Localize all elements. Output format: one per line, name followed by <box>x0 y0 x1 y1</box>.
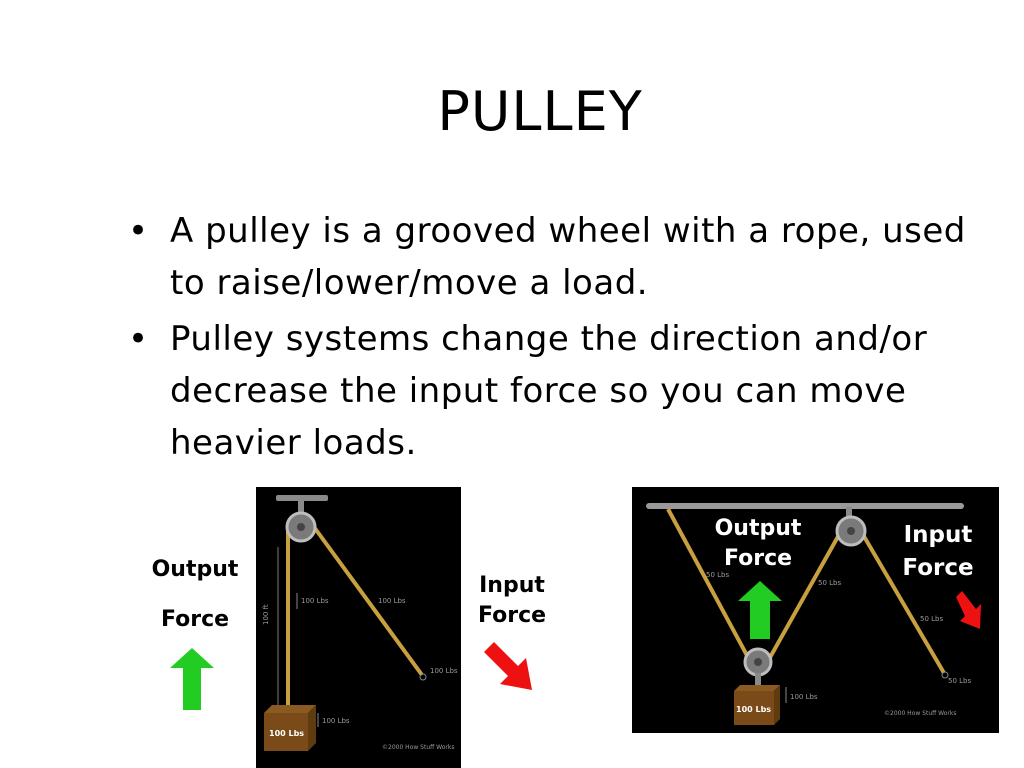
compound-pulley-diagram: 50 Lbs 50 Lbs 50 Lbs 50 Lbs 100 Lbs 100 … <box>632 487 999 733</box>
left-output-label-line1: Output <box>151 557 239 582</box>
right-input-label-line2: Force <box>902 555 974 581</box>
box-label: 100 Lbs <box>269 729 304 738</box>
rope-label-3: 50 Lbs <box>920 615 943 623</box>
credit-text: ©2000 How Stuff Works <box>884 710 957 717</box>
slide-title: PULLEY <box>437 80 643 143</box>
credit-text: ©2000 How Stuff Works <box>382 744 455 751</box>
left-input-label-line2: Force <box>477 603 547 628</box>
height-label: 100 ft <box>262 604 270 625</box>
rope-label-left: 100 Lbs <box>301 597 329 605</box>
left-input-label: Input Force <box>466 571 558 631</box>
left-output-label-line2: Force <box>160 607 230 632</box>
rope-label-1: 50 Lbs <box>706 571 729 579</box>
down-arrow-icon <box>484 642 532 690</box>
box-weight-label: 100 Lbs <box>322 717 350 725</box>
right-output-label-line2: Force <box>723 546 793 571</box>
down-arrow-icon <box>956 591 981 629</box>
rope-label-right: 100 Lbs <box>378 597 406 605</box>
bullet-item: A pulley is a grooved wheel with a rope,… <box>128 205 1008 309</box>
left-input-label-line1: Input <box>479 573 545 598</box>
up-arrow-icon <box>738 581 782 639</box>
bullet-list: A pulley is a grooved wheel with a rope,… <box>128 205 1008 473</box>
right-output-label: Output Force <box>706 514 810 574</box>
left-output-label: Output Force <box>140 555 250 635</box>
box-weight-label: 100 Lbs <box>790 693 818 701</box>
rope-label-2: 50 Lbs <box>818 579 841 587</box>
box-label: 100 Lbs <box>736 705 771 714</box>
up-arrow-icon <box>170 648 214 710</box>
single-pulley-diagram: 100 ft 100 Lbs 100 Lbs 100 Lbs 100 Lbs 1… <box>256 487 461 768</box>
right-input-label: Input Force <box>890 519 986 585</box>
right-output-label-line1: Output <box>714 516 802 541</box>
bullet-item: Pulley systems change the direction and/… <box>128 313 1008 469</box>
right-input-label-line1: Input <box>903 522 973 548</box>
rope-label-end: 100 Lbs <box>430 667 458 675</box>
rope-label-end: 50 Lbs <box>948 677 971 685</box>
